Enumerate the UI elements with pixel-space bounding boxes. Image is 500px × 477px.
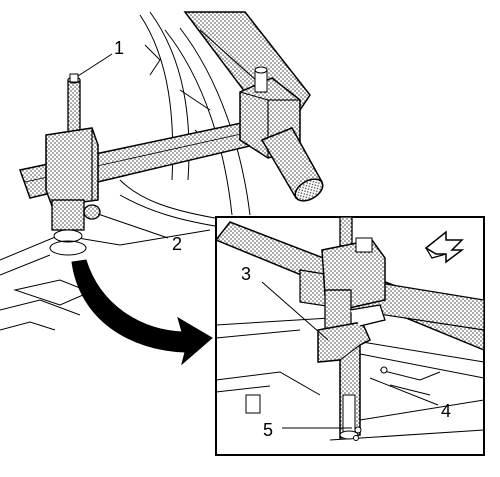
callout-1-label: 1 [114,38,124,58]
cross-tube [260,127,324,202]
detail-arrow [71,259,213,366]
inset-mounting-bracket [317,304,386,440]
callout-5: 5 [263,420,352,440]
callout-3-label: 3 [241,264,251,284]
callout-3: 3 [241,264,329,341]
vertical-post-assembly [45,73,101,256]
callout-2: 2 [97,213,182,254]
callout-4: 4 [369,377,451,421]
callout-5-label: 5 [263,420,273,440]
callout-4-label: 4 [441,401,451,421]
detail-inset: 3 4 5 [215,216,485,456]
front-direction-arrow [424,230,465,264]
callout-1: 1 [77,38,124,77]
inset-vertical-post [321,217,386,331]
callout-2-label: 2 [172,234,182,254]
